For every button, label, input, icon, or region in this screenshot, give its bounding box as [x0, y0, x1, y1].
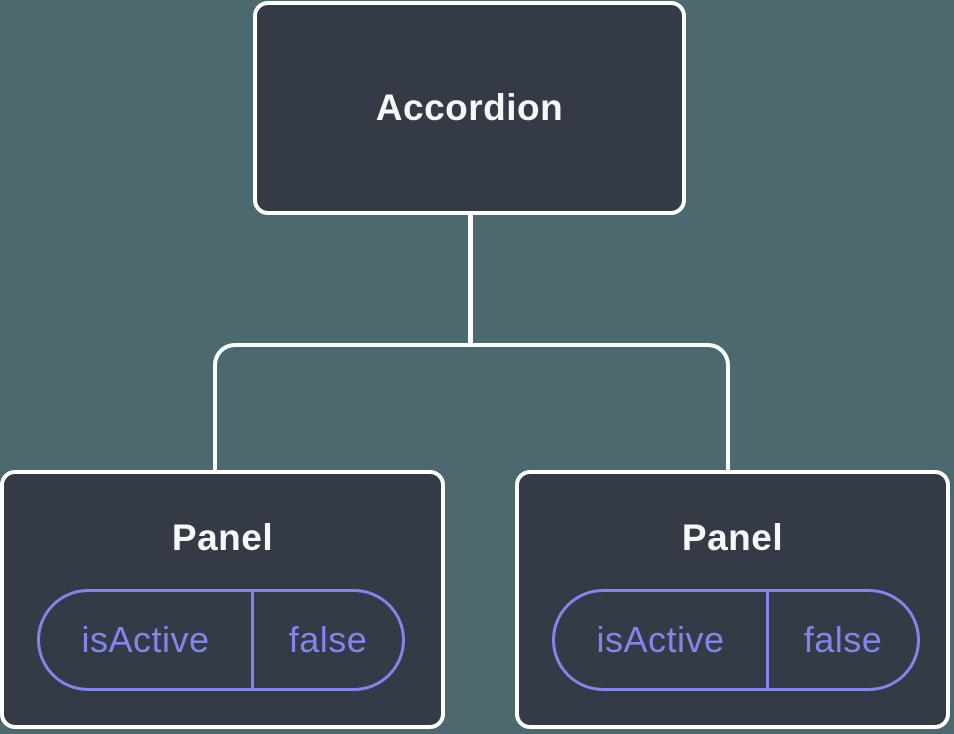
panel-left-label: Panel [171, 517, 274, 558]
state-value-label: false [803, 619, 883, 660]
state-value-cell: false [254, 592, 402, 688]
state-key-cell: isActive [555, 592, 769, 688]
state-key-label: isActive [596, 619, 725, 660]
panel-right-state-pill: isActive false [552, 589, 920, 691]
component-node-panel-left: Panel isActive false [0, 470, 445, 729]
component-node-accordion: Accordion [253, 1, 686, 215]
accordion-node-label: Accordion [375, 87, 564, 128]
state-key-cell: isActive [40, 592, 254, 688]
panel-right-label: Panel [681, 517, 784, 558]
connector-bracket [213, 343, 730, 470]
panel-left-state-pill: isActive false [37, 589, 405, 691]
state-key-label: isActive [81, 619, 210, 660]
component-node-panel-right: Panel isActive false [515, 470, 950, 729]
state-value-cell: false [769, 592, 917, 688]
connector-stem [468, 215, 473, 347]
state-value-label: false [288, 619, 368, 660]
